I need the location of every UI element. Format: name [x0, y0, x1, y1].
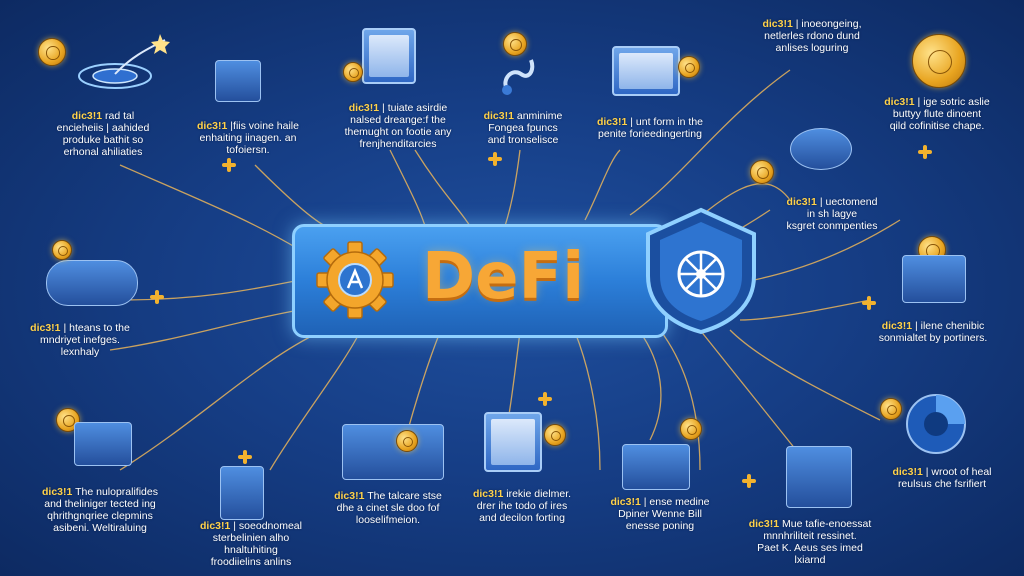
coin-icon [880, 398, 902, 420]
monitor-icon [484, 412, 542, 472]
sparkle-icon [742, 474, 756, 488]
caption-11: dic3!1 The nulopralifides and theliniger… [42, 486, 158, 534]
server-rack-icon [215, 60, 261, 102]
caption-9: dic3!1 | hteans to the mndriyet inefges.… [30, 322, 130, 358]
sparkle-icon [918, 145, 932, 159]
caption-3: dic3!1 | tuiate asirdie nalsed dreange:f… [344, 102, 452, 150]
control-panel-icon [622, 444, 690, 490]
coin-icon [343, 62, 363, 82]
caption-5: dic3!1 | unt form in the penite forieedi… [596, 116, 704, 140]
sparkle-icon [222, 158, 236, 172]
laptop-icon [612, 46, 680, 96]
caption-2: dic3!1 |fiis voine haile enhaiting iinag… [197, 120, 299, 156]
caption-17: dic3!1 | wroot of heal reulsus che fsrif… [892, 466, 992, 490]
caption-10: dic3!1 | ilene chenibic sonmialtet by po… [878, 320, 988, 344]
sparkle-icon [862, 296, 876, 310]
coin-icon [912, 34, 966, 88]
sparkle-icon [488, 152, 502, 166]
coin-icon [38, 38, 66, 66]
truck-icon [74, 422, 132, 466]
sparkle-icon [150, 290, 164, 304]
coin-icon [544, 424, 566, 446]
sparkle-icon [538, 392, 552, 406]
pie-chart-icon [906, 394, 966, 454]
server-cabinet-icon [902, 255, 966, 303]
coin-icon [680, 418, 702, 440]
defi-title: DeFi [422, 240, 585, 314]
globe-terminal-icon [46, 260, 138, 306]
caption-13: dic3!1 The talcare stse dhe a cinet sle … [334, 490, 442, 526]
caption-14: dic3!1 irekie dielmer. drer ihe todo of … [472, 488, 572, 524]
coin-icon [503, 32, 527, 56]
coin-icon [52, 240, 72, 260]
defi-banner [292, 224, 668, 338]
sparkle-icon [238, 450, 252, 464]
gear-icon [316, 241, 394, 319]
chip-icon [790, 128, 852, 170]
building-blocks-icon [220, 466, 264, 520]
coin-icon [396, 430, 418, 452]
coin-icon [678, 56, 700, 78]
caption-16: dic3!1 Mue tafie-enoessat mnnhriliteit r… [748, 518, 872, 566]
caption-7: dic3!1 | ige sotric aslie buttyy flute d… [884, 96, 990, 132]
lab-equipment-icon [786, 446, 852, 508]
shield-icon [646, 207, 756, 335]
monitor-icon [362, 28, 416, 84]
caption-6: dic3!1 | inoeongeing, netlerles rdono du… [762, 18, 862, 54]
satellite-dish-icon [78, 34, 170, 89]
dashboard-icon [342, 424, 444, 480]
robot-arm-icon [502, 59, 535, 95]
coin-icon [750, 160, 774, 184]
